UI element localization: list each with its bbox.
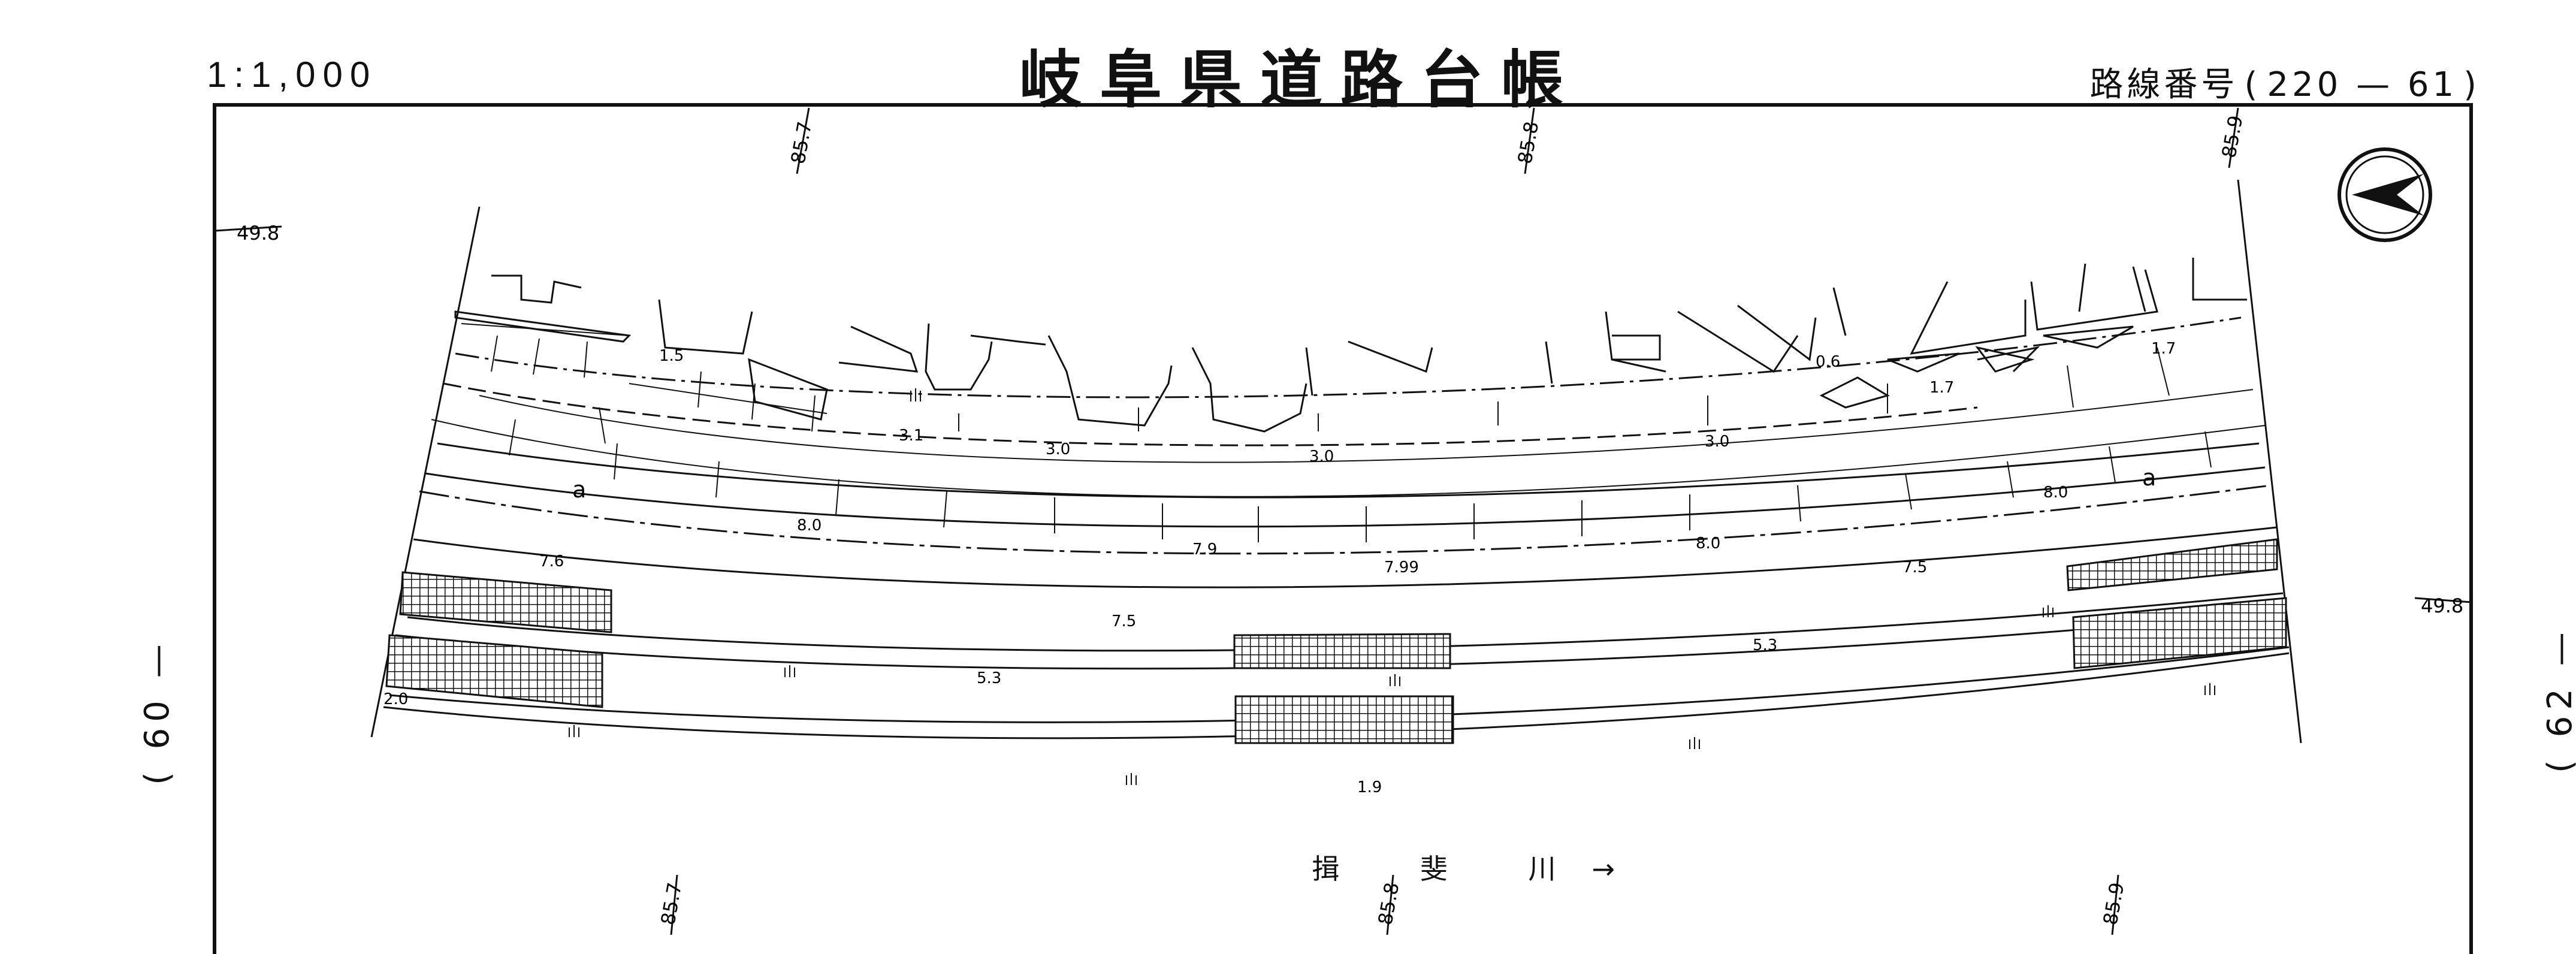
elevation-label: 8.0 (797, 517, 822, 535)
north-arrow-icon (2338, 147, 2432, 242)
river-name-text: 揖 斐 川 (1312, 853, 1592, 885)
grid-label-top-3: 85.9 (2217, 114, 2247, 160)
river-flow-arrow-icon: → (1591, 853, 1651, 885)
elevation-label: 1.7 (2151, 340, 2176, 358)
elevation-label: 7.5 (1112, 612, 1136, 630)
river-name: 揖 斐 川→ (1222, 815, 1651, 887)
elevation-label: 7.5 (1902, 558, 1927, 576)
elevation-label: 3.0 (1705, 433, 1729, 451)
grid-label-top-2: 85.8 (1513, 120, 1543, 166)
elevation-label: 7.6 (539, 553, 564, 570)
elevation-label: 5.3 (977, 669, 1001, 687)
route-marker-a-right: a (2142, 464, 2156, 491)
hatched-zone-3 (1233, 633, 1451, 669)
route-label: 路線番号 (2089, 65, 2239, 104)
elevation-label: 8.0 (1696, 535, 1720, 553)
route-number: 220 — 61 (2267, 65, 2458, 104)
hatched-zone-2 (385, 634, 603, 708)
hatched-zone-6 (2072, 597, 2287, 669)
grid-label-bottom-3: 85.9 (2098, 881, 2128, 927)
route-open-paren: ( (2244, 65, 2261, 104)
route-number-block: 路線番号 ( 220 — 61 ) (2090, 58, 2480, 106)
elevation-label: 1.9 (1357, 778, 1382, 796)
map-scale: 1:1,000 (207, 55, 378, 95)
hatched-zone-5 (2066, 538, 2278, 591)
elevation-label: 1.7 (1929, 379, 1954, 397)
elevation-label: 1.5 (659, 347, 684, 365)
building-outlines (454, 258, 2247, 433)
route-close-paren: ) (2463, 65, 2480, 104)
right-boundary-line (2237, 179, 2302, 744)
embankment-hatching (431, 323, 2266, 542)
elevation-label: 0.6 (1816, 353, 1840, 371)
route-marker-a-left: a (572, 476, 586, 503)
elevation-label: 8.0 (2043, 484, 2068, 502)
grid-label-bottom-2: 85.8 (1373, 881, 1403, 927)
grid-label-left: 49.8 (237, 222, 279, 244)
elevation-labels: 1.5 3.1 3.0 3.0 3.0 0.6 1.7 1.7 8.0 7.9 … (383, 340, 2176, 796)
grid-label-top-1: 85.7 (786, 120, 816, 166)
hatched-zone-1 (399, 571, 612, 633)
road-edge-lines (383, 316, 2290, 739)
elevation-label: 3.0 (1309, 448, 1334, 466)
elevation-label: 3.1 (899, 427, 923, 445)
grid-label-right: 49.8 (2421, 594, 2463, 617)
elevation-label: 7.99 (1384, 558, 1419, 576)
elevation-label: 7.9 (1192, 541, 1217, 558)
grass-symbols (569, 388, 2215, 785)
grid-label-bottom-1: 85.7 (656, 881, 686, 927)
map-frame (213, 103, 2473, 954)
elevation-label: 2.0 (383, 690, 408, 708)
hatched-pavement-zones (385, 538, 2287, 744)
elevation-label: 3.0 (1046, 440, 1070, 458)
grid-ticks (215, 107, 2472, 935)
hatched-zone-4 (1234, 695, 1454, 744)
elevation-label: 5.3 (1753, 636, 1777, 654)
